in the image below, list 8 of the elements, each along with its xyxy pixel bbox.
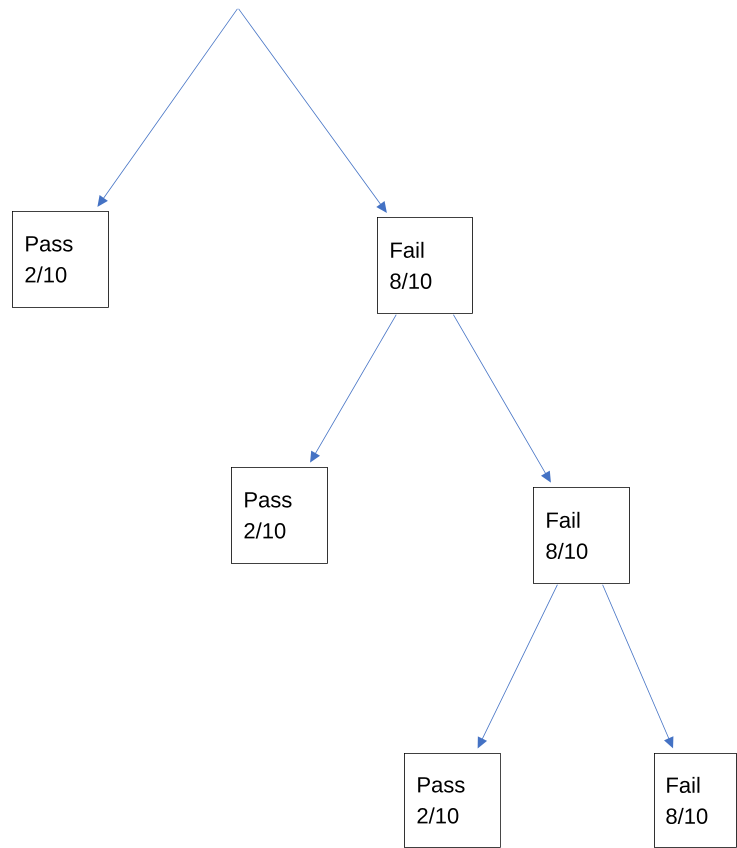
outcome-box: Pass 2/10	[231, 467, 328, 564]
outcome-box: Fail 8/10	[654, 753, 737, 848]
outcome-box: Fail 8/10	[377, 217, 473, 314]
outcome-box: Pass 2/10	[12, 211, 109, 308]
outcome-box: Fail 8/10	[533, 487, 630, 584]
arrow	[238, 8, 387, 213]
outcome-box: Pass 2/10	[404, 753, 501, 848]
arrow	[478, 584, 558, 748]
